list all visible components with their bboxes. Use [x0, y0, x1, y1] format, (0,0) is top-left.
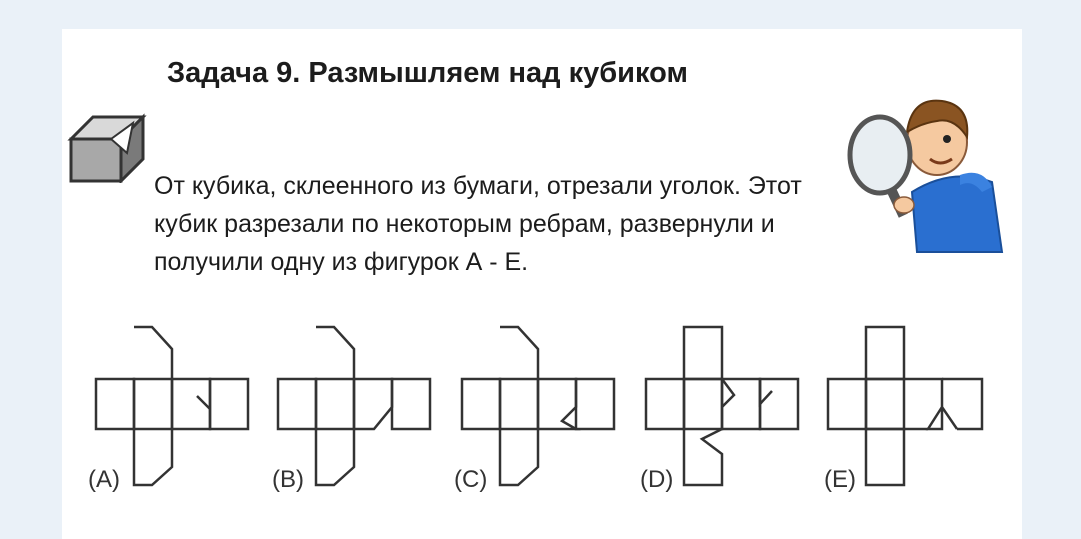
task-title: Задача 9. Размышляем над кубиком — [167, 57, 688, 89]
boy-with-magnifier-illustration — [847, 99, 1004, 253]
net-a — [94, 325, 250, 487]
option-label-e: (E) — [824, 466, 856, 493]
option-label-a: (A) — [88, 466, 120, 493]
option-label-c: (C) — [454, 466, 487, 493]
net-b — [276, 325, 432, 487]
cut-cube-icon — [67, 113, 147, 183]
net-c — [460, 325, 616, 487]
task-text: От кубика, склеенного из бумаги, отрезал… — [154, 172, 802, 276]
slide: Задача 9. Размышляем над кубиком От куби… — [62, 29, 1022, 539]
option-label-b: (B) — [272, 466, 304, 493]
net-e — [826, 325, 984, 487]
option-label-d: (D) — [640, 466, 673, 493]
net-d — [644, 325, 800, 487]
cube-nets-figure: (A) (B) (C) — [88, 325, 984, 493]
